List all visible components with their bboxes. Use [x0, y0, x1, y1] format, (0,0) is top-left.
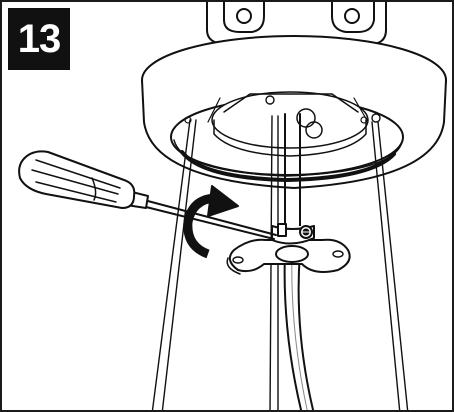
junction-box: [206, 2, 387, 45]
screwdriver-icon: [18, 150, 277, 240]
step-number-badge: 13: [8, 8, 70, 70]
mounting-bracket-icon: [226, 238, 351, 275]
clockwise-rotation-arrow-icon: [183, 185, 239, 259]
cable-clamp-icon: [271, 223, 315, 245]
ceiling-canopy-icon: [141, 35, 447, 189]
